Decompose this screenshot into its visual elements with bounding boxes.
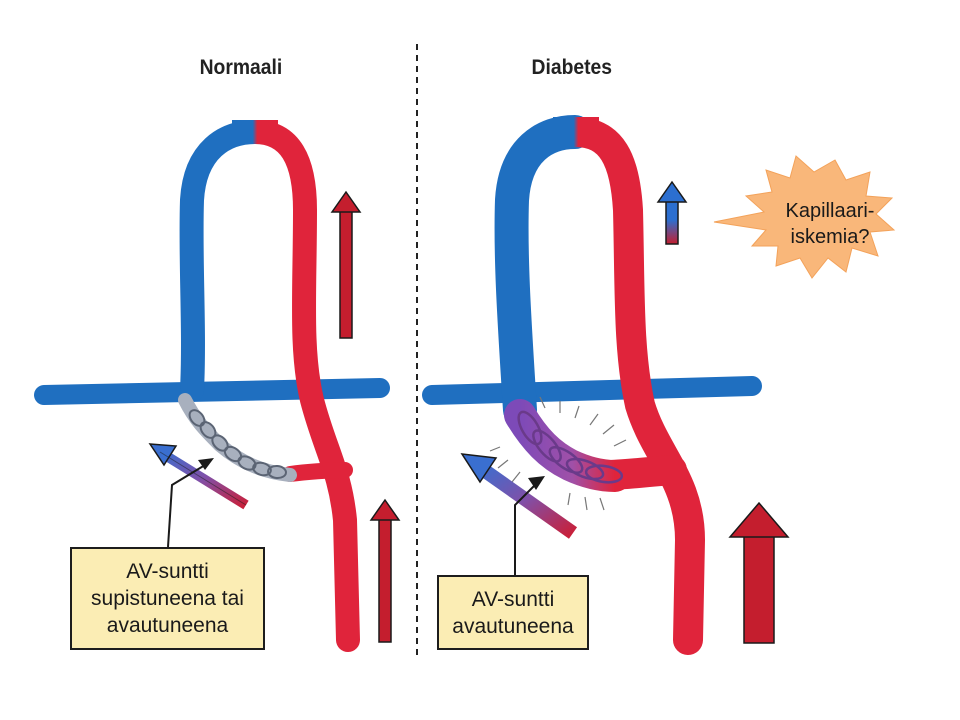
label-diabetes-line-1: AV-suntti [471, 587, 555, 611]
normal-capillary-top [232, 120, 278, 144]
callout-line-2: iskemia? [790, 226, 870, 248]
diabetes-vein [494, 115, 592, 427]
ischemia-callout-text: Kapillaari- iskemia? [760, 198, 900, 250]
label-normal-line-2: supistuneena tai [91, 587, 244, 610]
diabetes-panel [422, 115, 896, 655]
diabetes-shunt-rings [517, 410, 624, 484]
diabetes-flow-arrow [460, 453, 578, 539]
normal-panel [34, 120, 401, 652]
normal-up-arrow-bottom [369, 498, 401, 643]
normal-horizontal-vessel [34, 378, 390, 405]
label-normal-line-3: avautuneena [106, 614, 229, 637]
diabetes-capillary-top [553, 117, 599, 147]
diabetes-up-arrow-bottom [728, 501, 790, 644]
diabetes-horizontal-vessel [422, 376, 762, 405]
title-diabetes: Diabetes [531, 56, 613, 79]
diabetes-dilation-lines [489, 396, 627, 511]
normal-up-arrow-top [330, 190, 362, 339]
normal-flow-arrow [148, 443, 249, 510]
normal-pointer [167, 458, 214, 548]
callout-line-1: Kapillaari- [785, 200, 875, 222]
label-diabetes-line-2: avautuneena [452, 614, 574, 638]
normal-artery-branch [282, 462, 353, 482]
label-normal-line-1: AV-suntti [126, 560, 209, 583]
ischemia-callout-burst [713, 155, 896, 279]
label-box-diabetes: AV-suntti avautuneena [437, 575, 589, 650]
normal-vein [179, 120, 267, 402]
diabetes-pointer [514, 476, 545, 575]
label-box-normal: AV-suntti supistuneena tai avautuneena [70, 547, 265, 650]
title-normal: Normaali [199, 56, 283, 79]
diabetes-up-arrow-top [656, 180, 688, 245]
normal-shunt-rings [188, 409, 287, 480]
